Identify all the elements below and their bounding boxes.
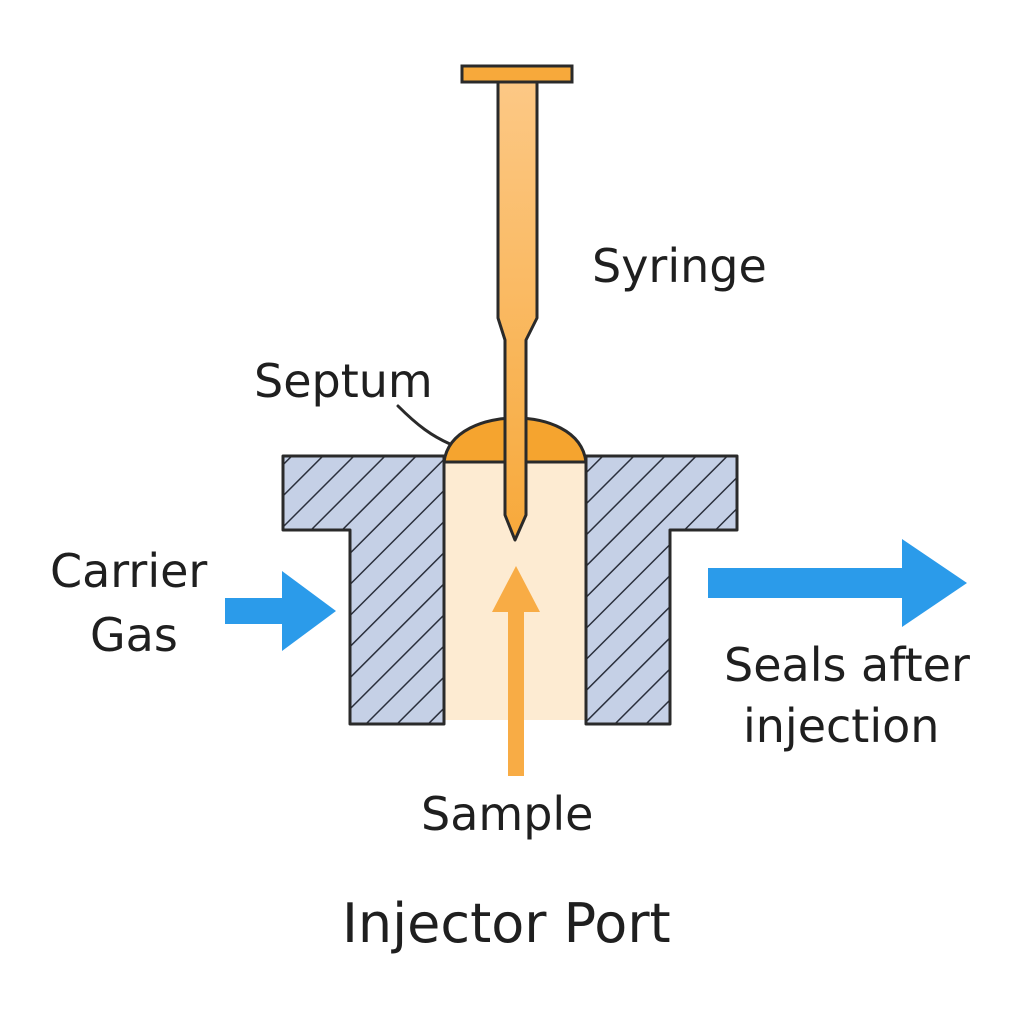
syringe-label: Syringe: [592, 239, 767, 293]
sample-arrow-icon: [492, 566, 540, 776]
carrier-gas-label-line1: Carrier: [50, 544, 207, 598]
outlet-label-line1: Seals after: [724, 638, 970, 692]
outlet-arrow-icon: [708, 539, 967, 627]
septum-leader-line: [396, 404, 452, 446]
sample-label: Sample: [421, 787, 593, 841]
outlet-label-line2: injection: [743, 699, 939, 753]
syringe-icon: [460, 64, 574, 542]
carrier-gas-arrow-icon: [225, 571, 336, 651]
septum-label: Septum: [254, 354, 433, 408]
diagram-caption: Injector Port: [342, 892, 671, 955]
injector-housing-right: [584, 454, 739, 726]
carrier-gas-label-line2: Gas: [90, 608, 178, 662]
